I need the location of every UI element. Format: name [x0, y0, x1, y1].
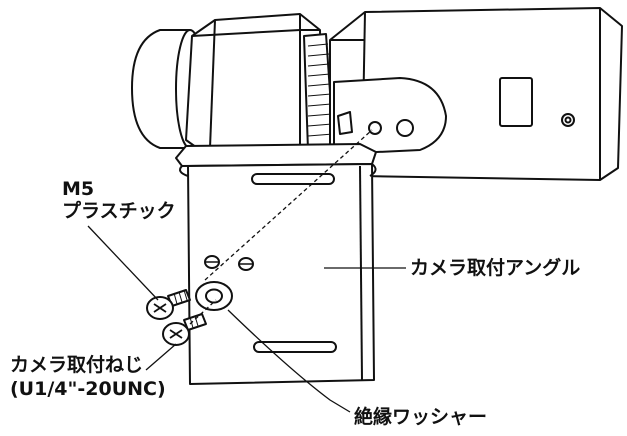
label-mount-screw-line2: (U1/4"-20UNC) — [10, 378, 166, 400]
angle-bracket — [175, 143, 377, 385]
label-mount-screw-line1: カメラ取付ねじ — [10, 354, 144, 376]
label-m5-line1: M5 — [62, 178, 95, 200]
camera-mount-recess — [333, 77, 447, 155]
lens-hex-body — [185, 13, 323, 153]
leader-mount-screw — [145, 343, 177, 371]
leader-m5-screw — [87, 225, 159, 301]
leader-washer — [227, 309, 351, 413]
assembly-dash-lower — [189, 299, 217, 325]
insulating-washer — [195, 281, 233, 311]
assembly-dash-upper — [204, 129, 373, 281]
label-angle-bracket: カメラ取付アングル — [410, 257, 581, 279]
label-m5-line2: プラスチック — [62, 200, 176, 222]
label-insulating-washer: 絶縁ワッシャー — [354, 406, 488, 428]
m5-plastic-screw — [146, 289, 191, 320]
camera-mount-screw — [162, 313, 207, 346]
lens-knurled-ring — [303, 33, 335, 151]
